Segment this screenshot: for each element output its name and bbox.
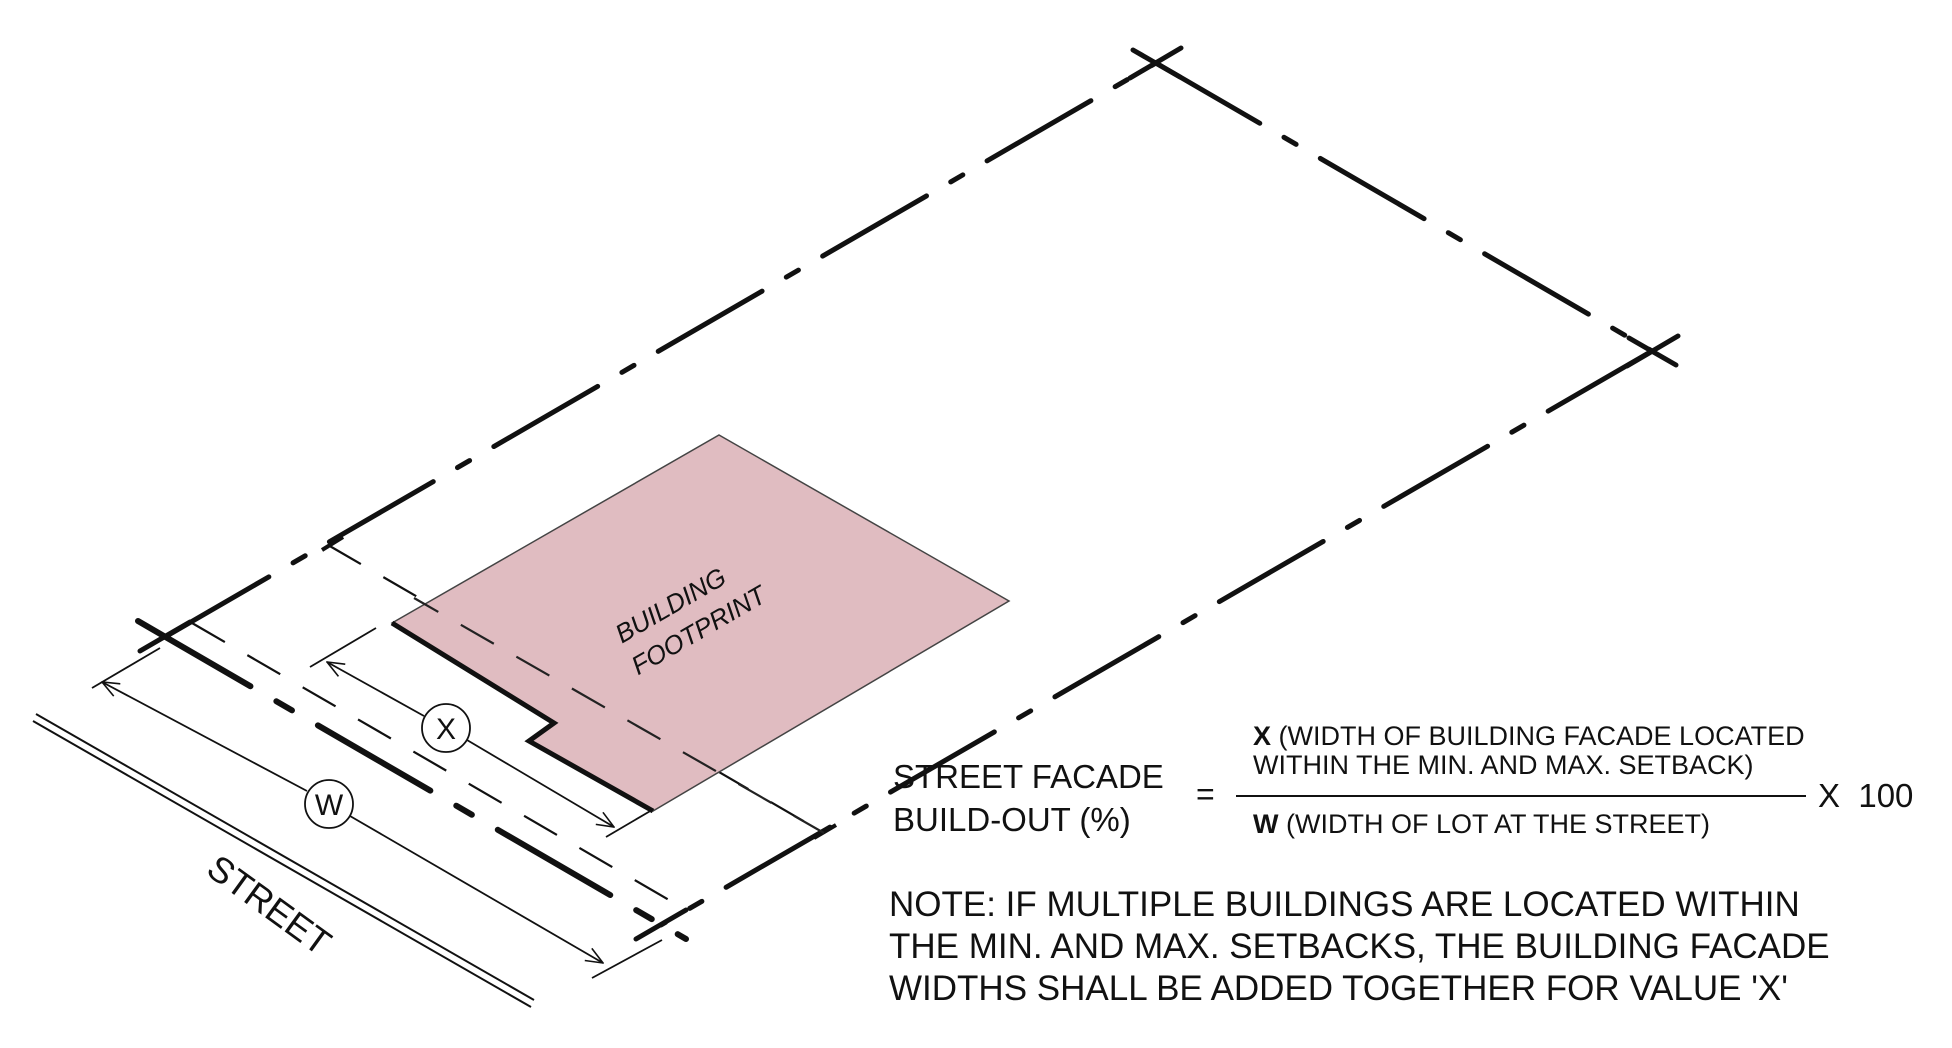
lot-line-rear bbox=[1153, 60, 1655, 354]
numerator-text-1: (WIDTH OF BUILDING FACADE LOCATED bbox=[1278, 721, 1805, 751]
w-dimension-circle bbox=[304, 779, 354, 829]
formula-denominator: W (WIDTH OF LOT AT THE STREET) bbox=[1253, 810, 1710, 839]
lot-line-front bbox=[135, 618, 689, 942]
max-setback-tick-top bbox=[320, 535, 345, 552]
street-label: STREET bbox=[200, 847, 339, 964]
denominator-text: (WIDTH OF LOT AT THE STREET) bbox=[1286, 809, 1711, 839]
formula-numerator-line1: X (WIDTH OF BUILDING FACADE LOCATED bbox=[1253, 722, 1805, 751]
formula-numerator: X (WIDTH OF BUILDING FACADE LOCATED WITH… bbox=[1253, 722, 1805, 780]
denominator-variable: W bbox=[1253, 809, 1279, 839]
corner-ticks bbox=[137, 45, 1681, 942]
max-setback-overlay bbox=[413, 597, 825, 834]
max-setback-tick-bottom bbox=[812, 823, 838, 840]
w-dimension bbox=[91, 647, 663, 979]
lot-line-side-left bbox=[162, 60, 1159, 640]
x-dimension-circle bbox=[421, 703, 471, 753]
numerator-text-2: WITHIN THE MIN. AND MAX. SETBACK) bbox=[1253, 750, 1754, 780]
min-setback-line bbox=[191, 622, 689, 912]
formula-multiplier: X 100 bbox=[1818, 777, 1914, 814]
note-text: NOTE: IF MULTIPLE BUILDINGS ARE LOCATED … bbox=[889, 884, 1830, 1010]
note-line-2: THE MIN. AND MAX. SETBACKS, THE BUILDING… bbox=[889, 927, 1830, 966]
formula-lhs-line1: STREET FACADE bbox=[893, 758, 1164, 795]
note-line-1: NOTE: IF MULTIPLE BUILDINGS ARE LOCATED … bbox=[889, 885, 1800, 924]
w-dimension-label: W bbox=[315, 789, 344, 822]
street-edge bbox=[32, 713, 535, 1008]
x-dimension bbox=[309, 627, 653, 838]
fraction-bar bbox=[1236, 795, 1806, 797]
formula-equals: = bbox=[1196, 776, 1215, 812]
building-facade bbox=[390, 620, 655, 814]
formula-lhs: STREET FACADE BUILD-OUT (%) bbox=[893, 755, 1164, 841]
formula-lhs-line2: BUILD-OUT (%) bbox=[893, 801, 1131, 838]
numerator-variable: X bbox=[1253, 721, 1272, 751]
x-dimension-label: X bbox=[436, 713, 456, 746]
note-line-3: WIDTHS SHALL BE ADDED TOGETHER FOR VALUE… bbox=[889, 969, 1788, 1008]
